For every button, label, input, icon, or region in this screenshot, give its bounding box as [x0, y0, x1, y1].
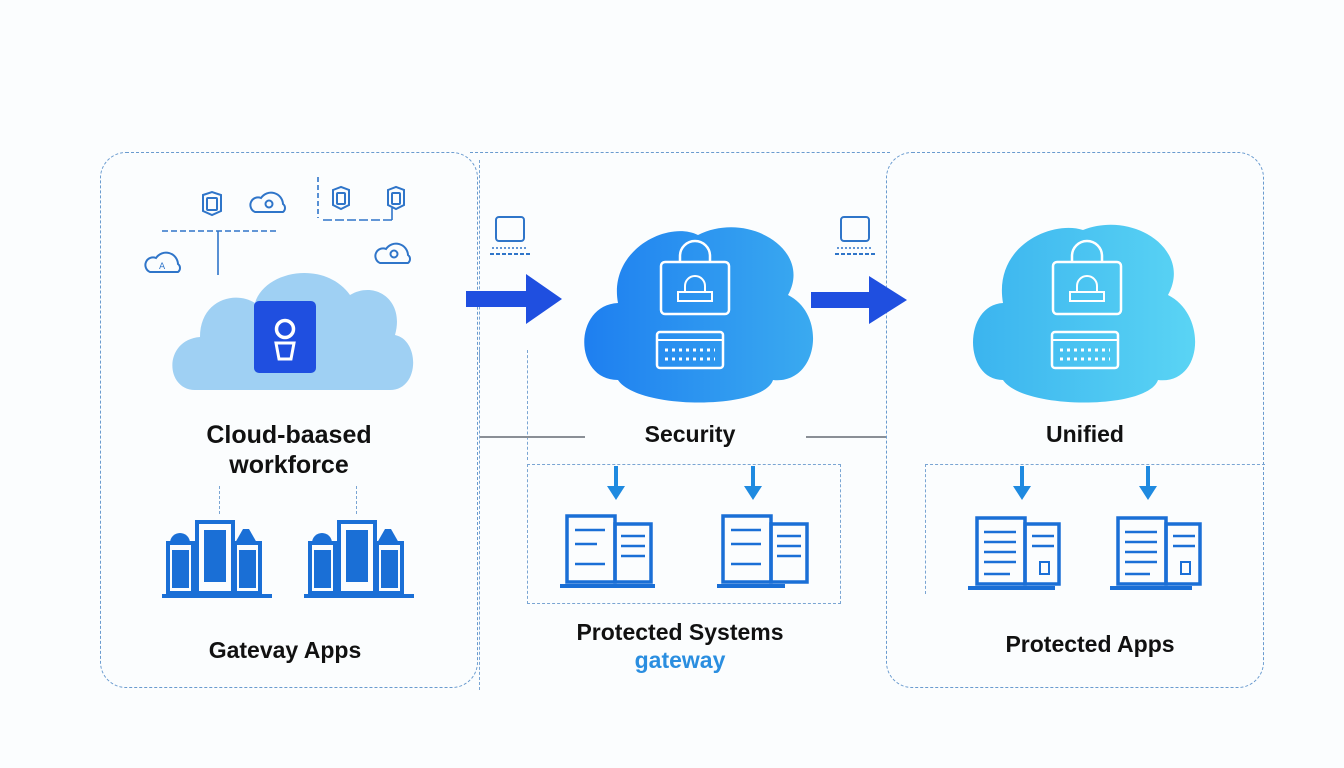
keyboard-icon — [655, 330, 727, 372]
down-arrow-icon — [1139, 466, 1157, 500]
shield-device-icon — [332, 185, 350, 211]
middle-apps — [555, 466, 815, 591]
down-arrow-icon — [1013, 466, 1031, 500]
cloud-lock-icon — [249, 191, 286, 213]
panel-right-footer: Protected Apps — [1005, 631, 1175, 657]
panel-left-title: Cloud-baased workforce — [150, 420, 428, 480]
panel-middle-footer-line1: Protected Systems — [576, 619, 784, 645]
keyboard-icon — [1050, 330, 1122, 372]
document-app-icon — [1110, 516, 1202, 590]
panel-left-frame — [100, 152, 478, 688]
panel-right-frame — [886, 152, 1264, 688]
document-app-icon — [968, 516, 1061, 590]
separator-line — [806, 436, 886, 438]
svg-text:A: A — [159, 262, 166, 272]
shield-device-icon — [202, 190, 222, 217]
panel-left-footer: Gatevay Apps — [208, 637, 362, 663]
computer-terminal-icon — [488, 214, 538, 264]
panel-middle-title: Security — [644, 421, 736, 447]
middle-subframe — [527, 464, 841, 604]
cloud-lock-icon — [374, 242, 411, 264]
panel-middle-footer-line2: gateway — [634, 647, 726, 673]
computer-terminal-icon — [833, 214, 883, 264]
middle-divider-inner — [527, 350, 528, 460]
middle-divider-left — [479, 160, 480, 360]
arrow-right-icon — [464, 272, 564, 326]
top-connector-line — [470, 152, 890, 153]
panel-right-title: Unified — [1046, 421, 1124, 447]
padlock-icon — [1050, 239, 1125, 318]
document-app-icon — [560, 514, 655, 588]
user-badge-icon — [254, 301, 316, 373]
separator-line — [480, 436, 585, 438]
panel-middle-footer: Protected Systems gateway — [520, 618, 840, 674]
down-arrow-icon — [607, 466, 625, 500]
panel-left-title-line2: workforce — [229, 451, 349, 479]
cloud-user-icon: A — [144, 251, 181, 273]
right-apps — [960, 466, 1220, 591]
building-connector — [219, 486, 220, 514]
document-app-icon — [717, 514, 809, 588]
building-icon — [304, 520, 414, 598]
buildings — [160, 510, 420, 600]
left-top-icons: A — [140, 170, 440, 280]
building-connector — [356, 486, 357, 514]
down-arrow-icon — [744, 466, 762, 500]
dashed-connector — [162, 177, 393, 275]
building-icon — [162, 520, 272, 598]
shield-device-icon — [387, 185, 405, 211]
right-subframe — [925, 464, 1265, 594]
panel-left-title-line1: Cloud-baased — [206, 421, 372, 449]
arrow-right-icon — [809, 274, 909, 328]
middle-divider-left-2 — [479, 350, 480, 690]
padlock-icon — [658, 239, 733, 318]
